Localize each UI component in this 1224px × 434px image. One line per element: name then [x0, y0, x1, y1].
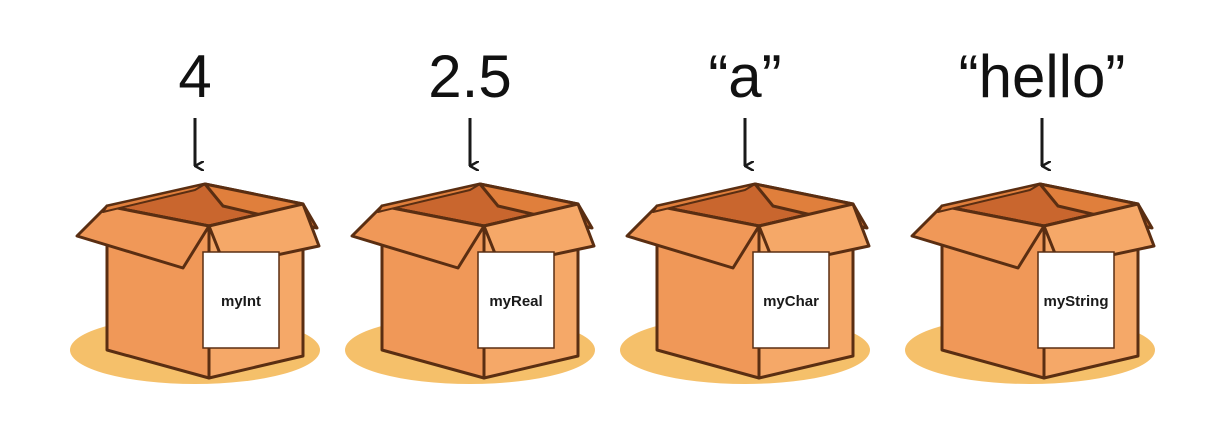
box-label-card — [752, 251, 830, 349]
box-back-flap — [102, 183, 206, 213]
box-group-3: “a” myChar — [620, 43, 871, 384]
box-left-flap — [910, 204, 1046, 270]
box-label-text: myString — [1043, 293, 1108, 310]
value-text: “a” — [708, 43, 781, 110]
box-label-card — [202, 251, 280, 349]
box-group-4: “hello” myString — [905, 43, 1156, 384]
box-group-2: 2.5 myReal — [345, 43, 596, 384]
box-left-flap — [625, 204, 761, 270]
box-left-flap — [75, 204, 211, 270]
box-label-card — [1037, 251, 1115, 349]
box-label-text: myInt — [221, 293, 261, 310]
box-1: myInt — [70, 182, 321, 384]
box-group-1: 4 myInt — [70, 43, 321, 384]
box-left-flap — [350, 204, 486, 270]
box-3: myChar — [620, 182, 871, 384]
box-back-flap — [652, 183, 756, 213]
box-back-flap — [377, 183, 481, 213]
box-4: myString — [905, 182, 1156, 384]
box-label-text: myChar — [763, 293, 819, 310]
value-text: “hello” — [959, 43, 1126, 110]
box-label-card — [477, 251, 555, 349]
box-2: myReal — [345, 182, 596, 384]
box-back-flap — [937, 183, 1041, 213]
box-label-text: myReal — [489, 293, 542, 310]
value-text: 4 — [178, 43, 211, 110]
value-text: 2.5 — [428, 43, 511, 110]
